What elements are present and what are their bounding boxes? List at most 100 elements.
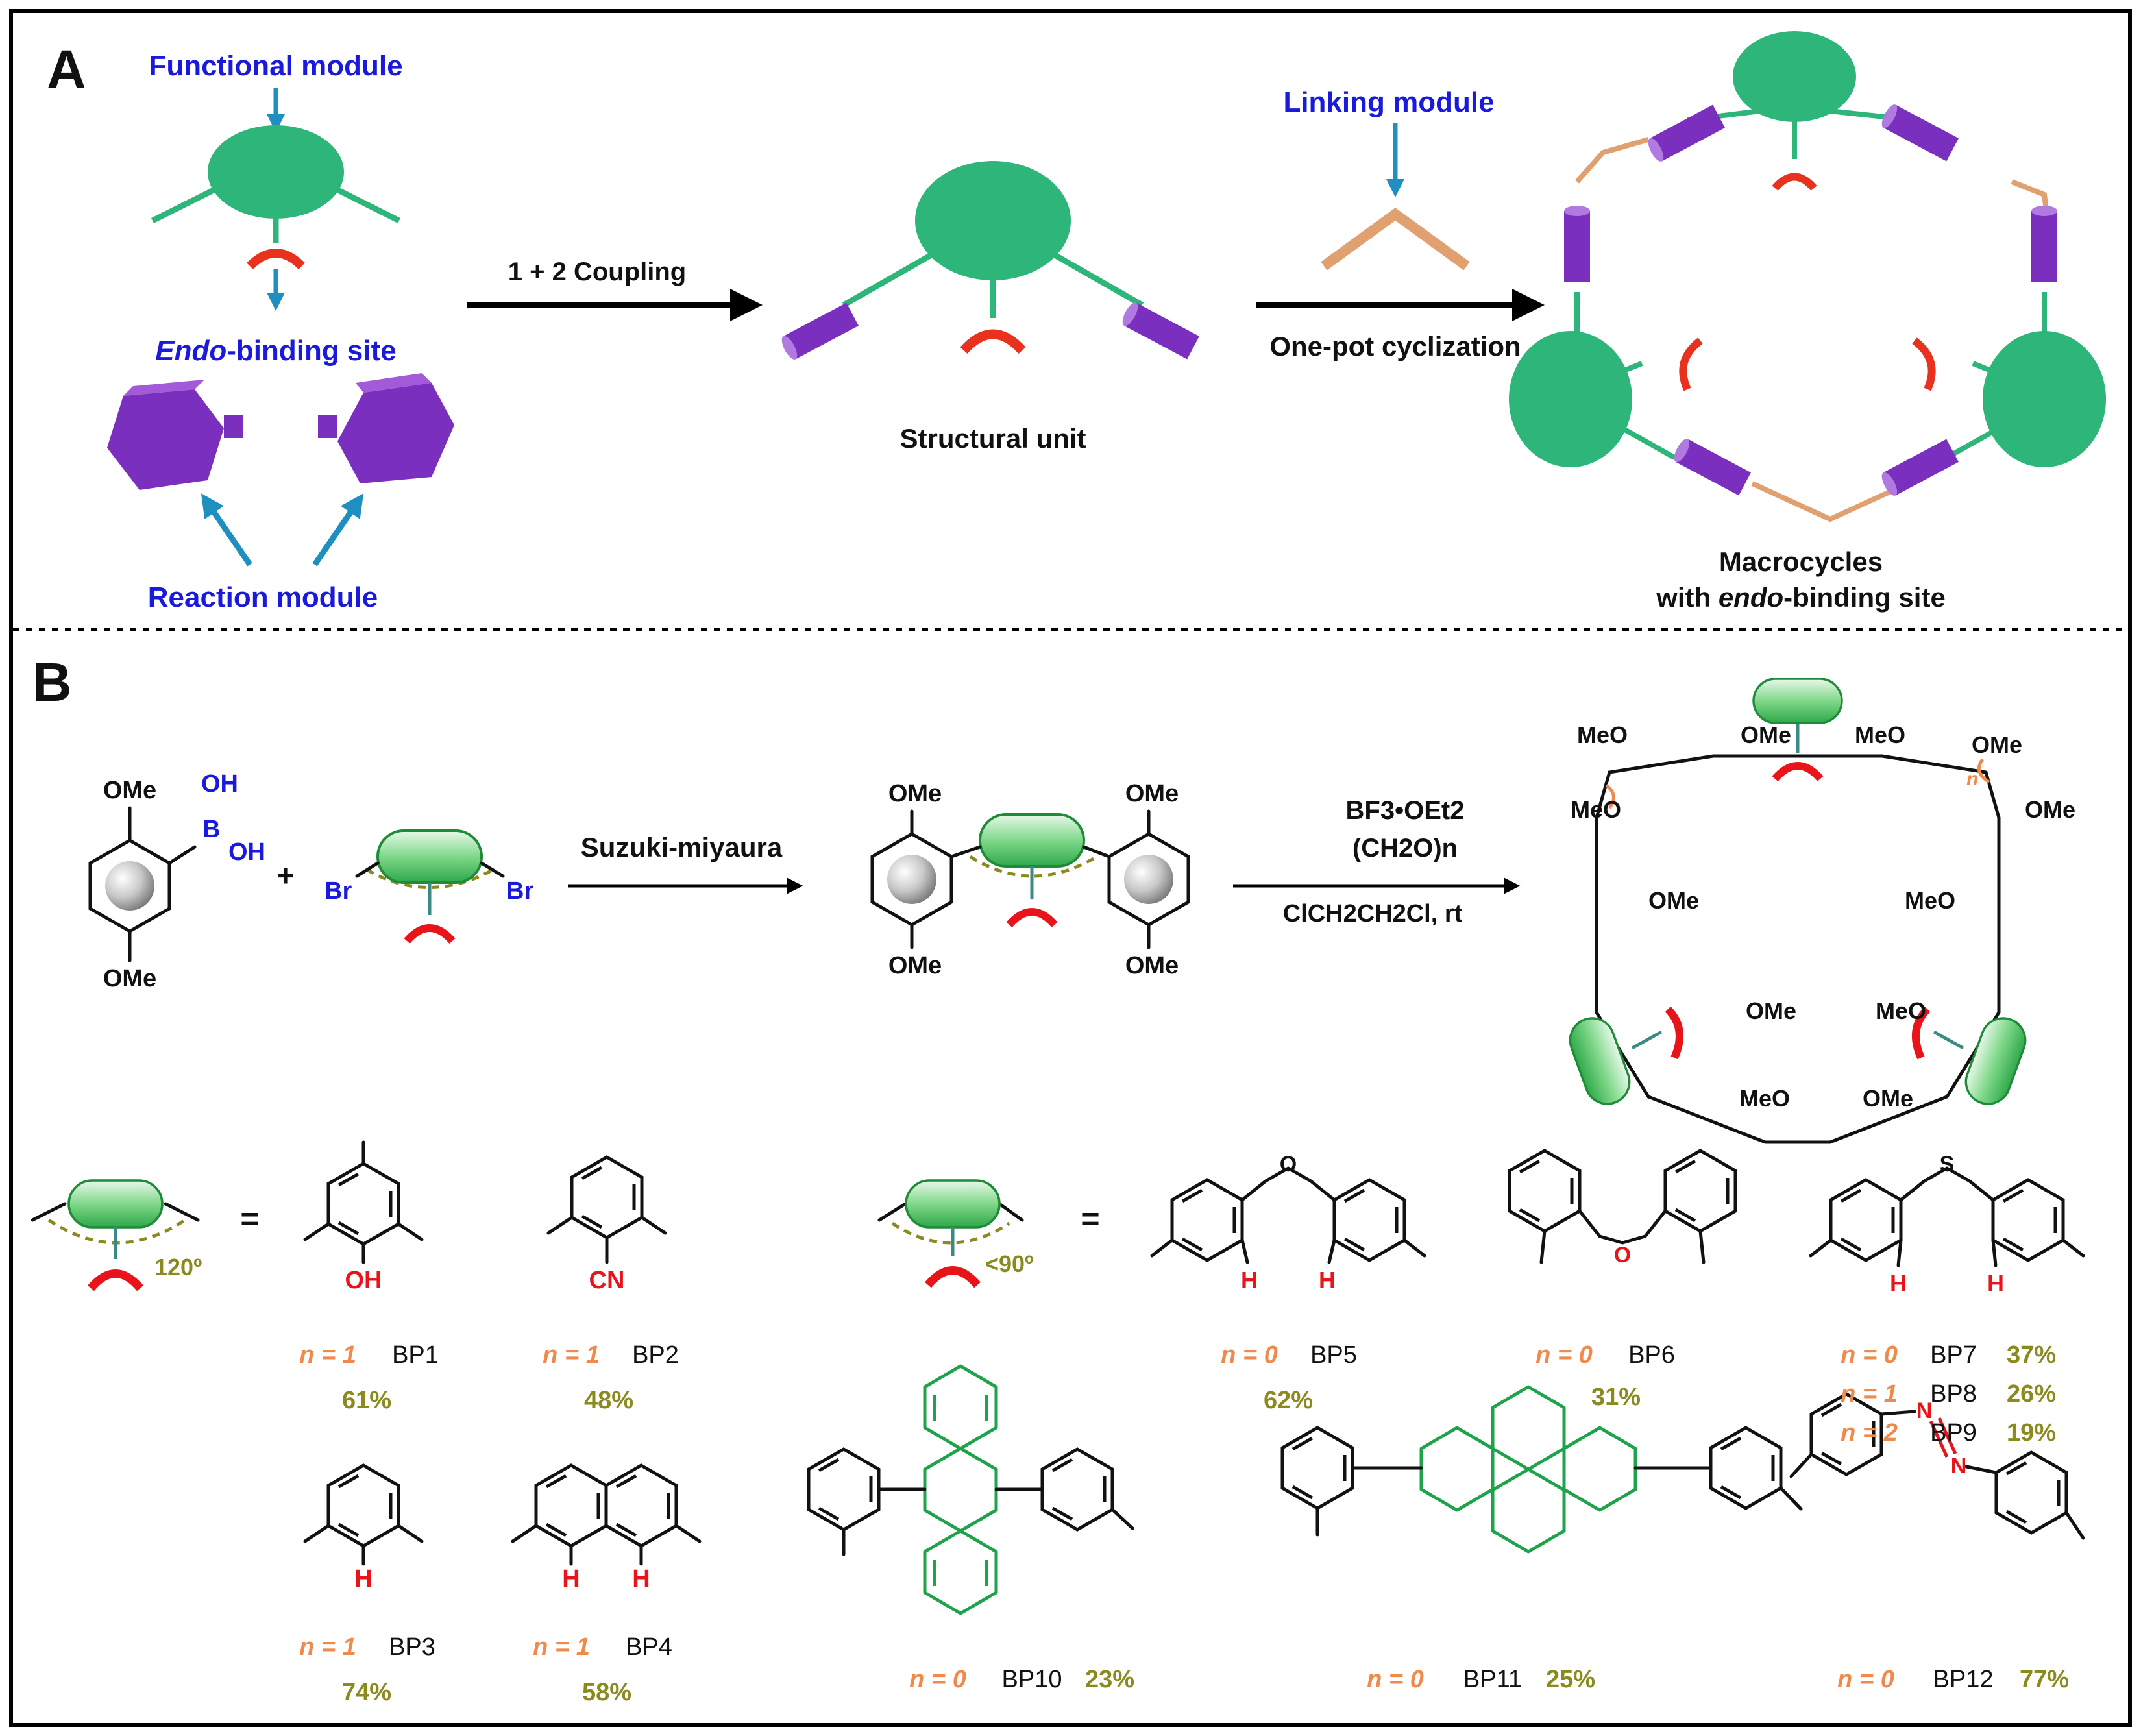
svg-text:OMe: OMe: [1741, 722, 1791, 748]
bp4-name: BP4: [626, 1633, 672, 1661]
label-bp6: n = 0 BP6 31%: [1535, 1341, 1675, 1411]
label-bp2: n = 1 BP2 48%: [543, 1341, 679, 1414]
figure-frame: [9, 9, 2132, 1727]
svg-text:H: H: [632, 1565, 650, 1593]
bp10-name: BP10: [1002, 1666, 1062, 1693]
structure-bp6: O: [1510, 1151, 1735, 1267]
svg-text:H: H: [1319, 1267, 1336, 1293]
svg-text:S: S: [1940, 1152, 1955, 1177]
functional-module-label: Functional module: [149, 50, 402, 82]
bp9-n: n = 2: [1841, 1419, 1898, 1447]
bp2-name: BP2: [632, 1341, 679, 1369]
suzuki-label: Suzuki-miyaura: [581, 832, 783, 862]
svg-text:B: B: [202, 816, 220, 843]
bp12-name: BP12: [1933, 1666, 1994, 1693]
panel-a-letter: A: [47, 39, 86, 100]
svg-text:OMe: OMe: [103, 965, 156, 992]
structure-bp7: S H H: [1809, 1152, 2085, 1297]
structure-bp10: [809, 1364, 1134, 1615]
bp9-yield: 19%: [2007, 1419, 2056, 1447]
reaction-arrow-right: [312, 493, 364, 567]
svg-text:OMe: OMe: [1863, 1085, 1913, 1112]
svg-text:H: H: [1241, 1267, 1258, 1293]
svg-text:H: H: [1987, 1270, 2004, 1297]
bp7-name: BP7: [1930, 1341, 1977, 1369]
svg-text:OH: OH: [201, 770, 238, 798]
linking-module-shape: [1321, 208, 1470, 271]
bp3-n: n = 1: [299, 1633, 356, 1661]
bp5-n: n = 0: [1221, 1341, 1278, 1369]
bp11-n: n = 0: [1367, 1666, 1424, 1693]
equals-2: =: [1081, 1201, 1099, 1237]
svg-text:OMe: OMe: [888, 952, 942, 979]
equals-1: =: [240, 1201, 259, 1237]
endo-binding-label: Endo-binding site: [155, 335, 397, 367]
structure-bp5: O H H: [1150, 1152, 1426, 1293]
svg-text:O: O: [1614, 1243, 1631, 1267]
bp11-name: BP11: [1463, 1666, 1522, 1693]
structure-bp2: CN: [546, 1157, 667, 1294]
bp10-yield: 23%: [1085, 1666, 1134, 1693]
structure-bp11: [1282, 1385, 1803, 1554]
svg-text:N: N: [1951, 1454, 1967, 1478]
bp2-yield: 48%: [584, 1387, 633, 1414]
label-bp5: n = 0 BP5 62%: [1221, 1341, 1357, 1414]
key-120: 120º: [31, 1179, 202, 1291]
label-bp11: n = 0 BP11 25%: [1367, 1666, 1595, 1693]
bp7-n: n = 0: [1841, 1341, 1898, 1369]
bp4-n: n = 1: [533, 1633, 590, 1661]
bp1-name: BP1: [392, 1341, 439, 1369]
reaction-module-left: [107, 380, 243, 490]
plus-sign: +: [277, 859, 295, 892]
reaction-module-right: [318, 373, 454, 483]
solvent-label: ClCH2CH2Cl, rt: [1283, 900, 1463, 927]
svg-text:OMe: OMe: [103, 777, 156, 804]
reaction-arrow-left: [201, 493, 252, 567]
svg-text:MeO: MeO: [1571, 796, 1621, 823]
coupling-label: 1 + 2 Coupling: [508, 258, 686, 286]
svg-text:120º: 120º: [154, 1254, 202, 1280]
bp8-name: BP8: [1930, 1380, 1977, 1408]
bp5-name: BP5: [1310, 1341, 1357, 1369]
svg-text:OH: OH: [345, 1267, 382, 1294]
svg-text:<90º: <90º: [985, 1251, 1033, 1277]
bp1-yield: 61%: [342, 1387, 391, 1414]
structure-bp12: N N: [1789, 1394, 2085, 1540]
svg-text:OMe: OMe: [888, 780, 942, 807]
svg-text:CN: CN: [589, 1267, 625, 1294]
bp7-yield: 37%: [2007, 1341, 2056, 1369]
bp2-n: n = 1: [543, 1341, 600, 1369]
label-bp3: n = 1 BP3 74%: [299, 1633, 435, 1706]
svg-text:OMe: OMe: [2025, 796, 2075, 823]
svg-text:MeO: MeO: [1577, 722, 1628, 748]
bp4-yield: 58%: [582, 1679, 631, 1706]
label-bp8: n = 1 BP8 26%: [1841, 1380, 2056, 1408]
svg-text:OMe: OMe: [1648, 887, 1699, 914]
label-bp4: n = 1 BP4 58%: [533, 1633, 672, 1706]
bp1-n: n = 1: [299, 1341, 356, 1369]
panel-b-letter: B: [32, 652, 72, 713]
macrocycle-product: n MeO OMe MeO OMe MeO OMe OMe MeO OMe Me…: [1563, 678, 2075, 1144]
svg-text:H: H: [1890, 1270, 1907, 1297]
bp12-n: n = 0: [1837, 1666, 1894, 1693]
panel-b: B OMe B OH OH OMe + Br Br Suzuki-miyaura: [31, 652, 2085, 1706]
svg-text:Br: Br: [506, 877, 533, 905]
linking-module-label: Linking module: [1283, 86, 1494, 118]
svg-text:MeO: MeO: [1905, 887, 1955, 914]
svg-text:OMe: OMe: [1746, 997, 1796, 1024]
macrocycles-label-line1: Macrocycles: [1719, 546, 1883, 577]
label-bp1: n = 1 BP1 61%: [299, 1341, 439, 1414]
coupled-product: OMe OMe OMe OMe: [872, 780, 1188, 979]
key-90: <90º: [877, 1179, 1033, 1288]
svg-text:OMe: OMe: [1125, 780, 1179, 807]
svg-text:N: N: [1916, 1399, 1933, 1423]
structural-unit-label: Structural unit: [899, 423, 1086, 454]
svg-text:H: H: [354, 1565, 372, 1593]
functional-module-shape: [151, 125, 401, 270]
macrocycles-label-line2: with endo-binding site: [1656, 582, 1946, 613]
svg-text:MeO: MeO: [1876, 997, 1926, 1024]
label-bp12: n = 0 BP12 77%: [1837, 1666, 2069, 1693]
bp5-yield: 62%: [1264, 1387, 1313, 1414]
bp6-name: BP6: [1628, 1341, 1675, 1369]
svg-text:O: O: [1280, 1152, 1297, 1177]
